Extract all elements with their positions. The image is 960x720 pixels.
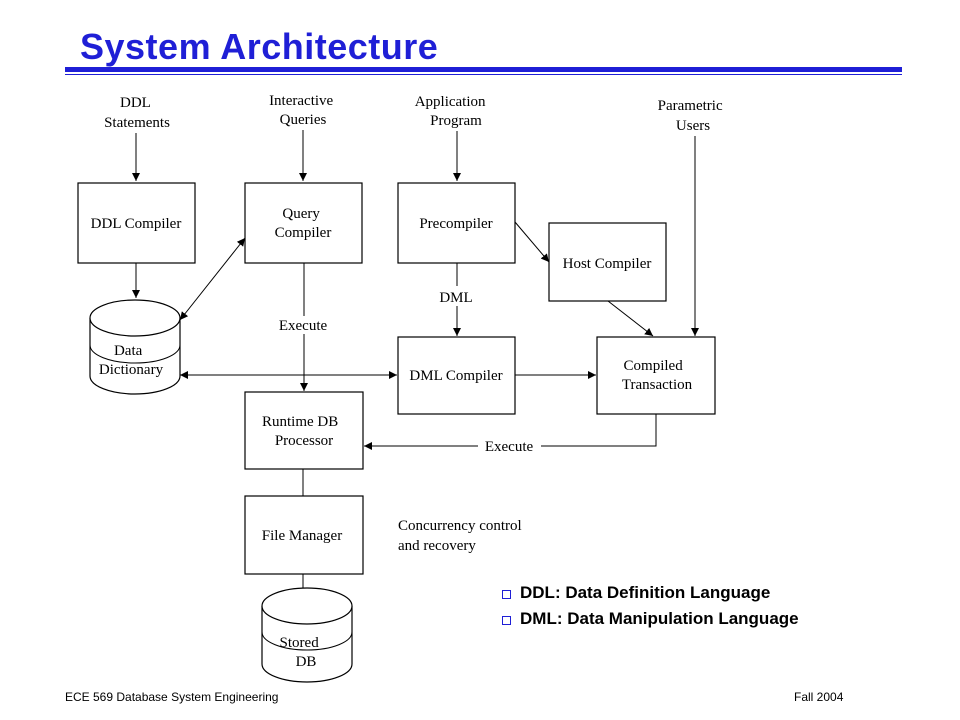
stored-db-store: Stored DB xyxy=(261,587,353,683)
edge-label-dml: DML xyxy=(439,290,472,306)
footer-term: Fall 2004 xyxy=(794,690,844,704)
svg-text:DDL Compiler: DDL Compiler xyxy=(91,216,182,232)
bullet-square-icon xyxy=(502,615,511,625)
svg-text:Runtime DB Processor: Runtime DB Processor xyxy=(262,414,342,449)
edge-transaction-to-runtime xyxy=(364,414,657,450)
edge-precompiler-to-host-compiler xyxy=(514,221,550,263)
edge-dictionary-query-compiler xyxy=(179,237,246,321)
data-dictionary-store: Data Dictionary xyxy=(89,299,181,395)
edge-host-compiler-to-transaction xyxy=(607,300,654,337)
acronym-legend: DDL: Data Definition Language DML: Data … xyxy=(502,580,799,632)
legend-ddl-text: DDL: Data Definition Language xyxy=(520,583,771,602)
edge-label-execute-runtime: Execute xyxy=(485,439,534,455)
bullet-square-icon xyxy=(502,589,511,599)
svg-text:File Manager: File Manager xyxy=(262,528,342,544)
legend-item-ddl: DDL: Data Definition Language xyxy=(502,580,799,606)
compiled-transaction-box: Compiled Transaction xyxy=(596,336,716,415)
slide-title: System Architecture xyxy=(80,26,439,67)
input-ddl-statements: DDL Statements xyxy=(104,95,170,131)
dml-label-bg xyxy=(436,286,478,306)
svg-text:Query Compiler: Query Compiler xyxy=(275,206,332,241)
input-application-program: Application Program xyxy=(415,94,490,129)
svg-text:Precompiler: Precompiler xyxy=(419,216,492,232)
footer-course: ECE 569 Database System Engineering xyxy=(65,690,279,704)
execute-runtime-label-bg xyxy=(478,437,541,455)
title-underline xyxy=(65,67,902,72)
execute-label-bg xyxy=(274,316,334,334)
input-interactive-queries: Interactive Queries xyxy=(269,93,337,128)
svg-text:Compiled Transaction: Compiled Transaction xyxy=(622,358,693,393)
legend-item-dml: DML: Data Manipulation Language xyxy=(502,606,799,632)
svg-text:DML Compiler: DML Compiler xyxy=(409,368,502,384)
runtime-db-processor-box: Runtime DB Processor xyxy=(244,391,364,470)
svg-text:Host Compiler: Host Compiler xyxy=(563,256,652,272)
host-compiler-box: Host Compiler xyxy=(548,222,667,302)
dml-compiler-box: DML Compiler xyxy=(397,336,516,415)
input-parametric-users: Parametric Users xyxy=(658,98,727,134)
query-compiler-box: Query Compiler xyxy=(244,182,363,264)
file-manager-box: File Manager xyxy=(244,495,364,575)
title-underline-thin xyxy=(65,74,902,75)
ddl-compiler-box: DDL Compiler xyxy=(77,182,196,264)
edge-label-execute-query: Execute xyxy=(279,318,328,334)
svg-text:Data Dictionary: Data Dictionary xyxy=(99,343,164,378)
concurrency-control-note: Concurrency control and recovery xyxy=(398,518,525,554)
precompiler-box: Precompiler xyxy=(397,182,516,264)
legend-dml-text: DML: Data Manipulation Language xyxy=(520,609,799,628)
svg-text:Stored DB: Stored DB xyxy=(280,635,323,670)
